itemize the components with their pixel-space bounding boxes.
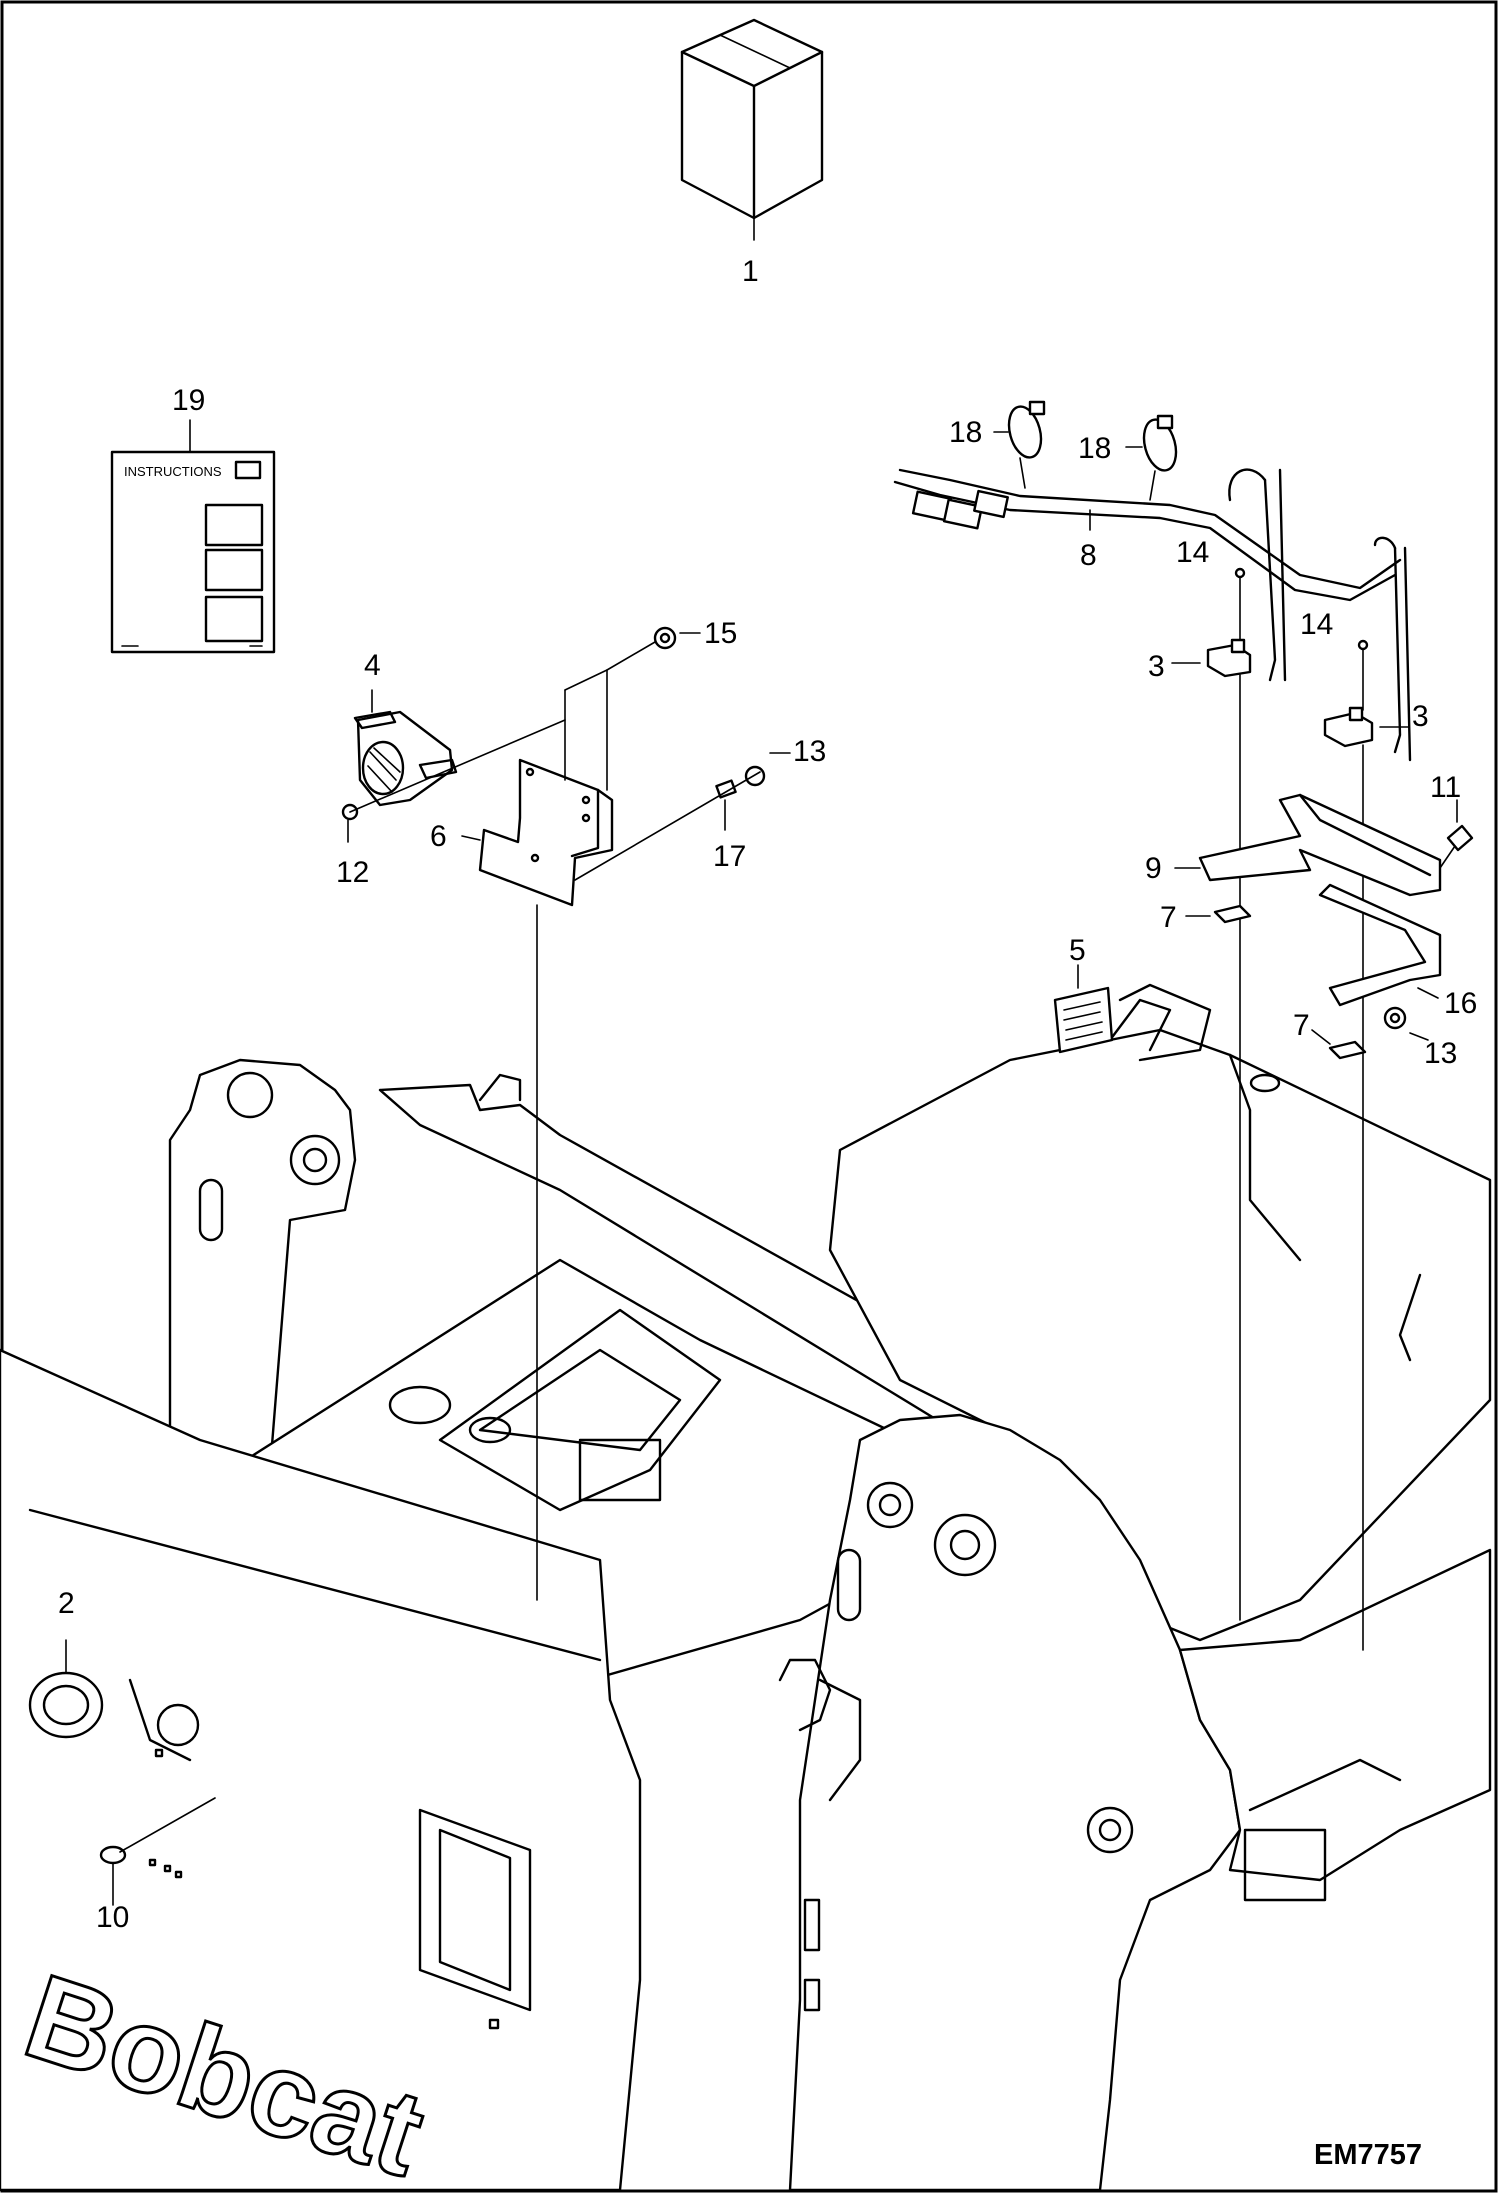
callout-17: 17 — [713, 840, 746, 873]
part-15-nut — [606, 626, 701, 671]
part-13-nut-right — [1383, 1006, 1429, 1041]
part-11-bolt — [1439, 799, 1474, 869]
callout-16: 16 — [1444, 987, 1477, 1020]
callout-9: 9 — [1145, 852, 1162, 885]
callout-14-right: 14 — [1300, 608, 1333, 641]
part-3-14-switches — [1171, 567, 1409, 1651]
part-19-instructions-sheet: INSTRUCTIONS — [110, 419, 276, 654]
part-4-backup-alarm — [353, 689, 458, 807]
callout-6: 6 — [430, 820, 447, 853]
part-13-17-nut-washer — [574, 752, 791, 881]
callout-3-right: 3 — [1412, 700, 1429, 733]
callout-8: 8 — [1080, 539, 1097, 572]
part-12-screw — [341, 719, 566, 843]
part-6-bracket — [461, 669, 614, 907]
callout-19: 19 — [172, 384, 205, 417]
reference-code: EM7757 — [1314, 2139, 1422, 2171]
callout-18-left: 18 — [949, 416, 982, 449]
part-2-grommet — [28, 1639, 104, 1739]
part-7-shims — [1185, 904, 1367, 1060]
part-9-16-brackets — [1174, 793, 1442, 1007]
callout-7-bottom: 7 — [1293, 1009, 1310, 1042]
callout-5: 5 — [1069, 934, 1086, 967]
callout-13-top: 13 — [793, 735, 826, 768]
callout-1: 1 — [742, 255, 759, 288]
callout-13-right: 13 — [1424, 1037, 1457, 1070]
callout-2: 2 — [58, 1587, 75, 1620]
callout-12: 12 — [336, 856, 369, 889]
callout-7-top: 7 — [1160, 901, 1177, 934]
loader-frame: Bobcat — [0, 983, 1492, 2193]
callout-18-right: 18 — [1078, 432, 1111, 465]
callout-10: 10 — [96, 1901, 129, 1934]
callout-11: 11 — [1430, 771, 1461, 804]
callout-15: 15 — [704, 617, 737, 650]
callout-4: 4 — [364, 649, 381, 682]
part-18-cable-ties — [993, 400, 1178, 501]
instructions-title: INSTRUCTIONS — [124, 464, 222, 479]
part-8-wiring-harness — [893, 468, 1412, 762]
part-10-fastener — [99, 1797, 216, 1906]
callout-14-left: 14 — [1176, 536, 1209, 569]
part-1-kit-box — [680, 18, 824, 241]
part-5-warning-decal — [1053, 964, 1114, 1054]
callout-3-left: 3 — [1148, 650, 1165, 683]
callout-labels: 1 19 18 18 8 14 14 15 4 3 3 13 11 6 17 1… — [58, 255, 1477, 1934]
